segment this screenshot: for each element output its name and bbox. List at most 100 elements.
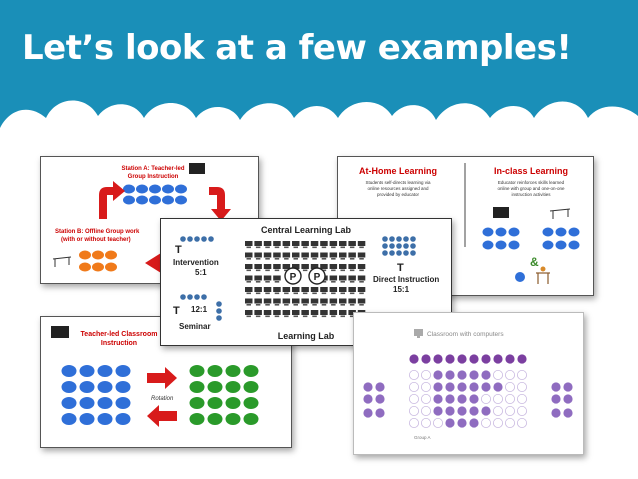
seat (433, 370, 443, 380)
computer-station (320, 298, 328, 304)
computer-station (254, 298, 262, 304)
computer-station (292, 264, 300, 269)
computer-station (329, 310, 338, 315)
computer-station (245, 310, 253, 315)
computer-station (310, 287, 319, 292)
seat (516, 370, 527, 381)
svg-text:online resources assigned and: online resources assigned and (367, 186, 429, 191)
seat (421, 370, 432, 381)
rotation-arrow-down (209, 187, 231, 221)
computer-station (310, 252, 319, 258)
computer-station (292, 252, 300, 258)
chalkboard-icon (51, 326, 69, 338)
seat (492, 370, 503, 381)
seat (445, 370, 455, 380)
seat (433, 418, 444, 429)
seat (551, 408, 561, 418)
computer-station (245, 298, 253, 304)
computer-station (320, 287, 328, 292)
seat (481, 382, 491, 392)
computers-card: Classroom with computers Group A (353, 312, 584, 455)
page-title: Let’s look at a few examples! (22, 28, 572, 68)
computer-station (320, 310, 328, 315)
seat (421, 406, 432, 417)
teacher-desk-icon (549, 208, 571, 219)
computer-station (245, 275, 253, 281)
computer-station (329, 264, 338, 269)
seminar-side-seats (216, 301, 222, 321)
teacher-desk-icon (52, 256, 72, 267)
learning-lab-diagram: Central Learning Lab P P T Intervention … (173, 225, 439, 341)
computer-station (245, 287, 253, 292)
computer-station (273, 275, 281, 281)
intervention-ratio: 5:1 (195, 268, 207, 277)
computer-station (339, 275, 347, 281)
seat (410, 243, 416, 249)
seat (389, 250, 395, 256)
seat (492, 394, 503, 405)
direct-teacher-letter: T (397, 262, 404, 274)
seat (445, 354, 455, 364)
computer-station (254, 264, 262, 269)
teacher-led-title-line1: Teacher-led Classroom (81, 331, 158, 338)
computer-station (339, 264, 347, 269)
computer-station (254, 241, 262, 246)
computer-station (348, 241, 356, 246)
group-label: Group A (414, 435, 431, 440)
seat (433, 394, 443, 404)
lab-footer: Learning Lab (278, 331, 335, 341)
computer-station (282, 310, 291, 315)
seat (481, 354, 491, 364)
seat (516, 406, 527, 417)
seat (363, 408, 373, 418)
computer-station (310, 298, 319, 304)
seat (504, 370, 515, 381)
seat (363, 382, 373, 392)
seat (504, 394, 515, 405)
computer-station (301, 287, 309, 292)
computer-station (329, 298, 338, 304)
computer-station (263, 310, 272, 315)
seat (409, 394, 420, 405)
seat (396, 243, 402, 249)
computer-station (301, 264, 309, 269)
seat (457, 370, 467, 380)
seat (445, 418, 455, 428)
computers-title: Classroom with computers (427, 331, 504, 338)
seat (433, 354, 443, 364)
computer-station (263, 264, 272, 269)
computer-station (273, 264, 281, 269)
station-b-label-line1: Station B: Offline Group work (55, 229, 140, 235)
station-a-seats (123, 184, 187, 205)
seat (516, 394, 527, 405)
seat (421, 354, 431, 364)
seat (403, 236, 409, 242)
computer-station (310, 310, 319, 315)
computer-station (339, 252, 347, 258)
computer-station (329, 252, 338, 258)
seat (469, 354, 479, 364)
seat (410, 236, 416, 242)
seat (481, 394, 492, 405)
computer-station (301, 298, 309, 304)
computer-station (282, 298, 291, 304)
computer-station (254, 252, 262, 258)
computer-station (310, 241, 319, 246)
seat (409, 418, 420, 429)
in-class-seats-right (542, 227, 580, 250)
computer-station (263, 275, 272, 281)
computer-station (245, 241, 253, 246)
computer-station (339, 298, 347, 304)
blue-seat-grid (61, 365, 131, 425)
para-label-1: P (290, 272, 297, 283)
station-rotation-diagram: Station A: Teacher-led Group Instruction… (52, 163, 231, 273)
seat (493, 382, 503, 392)
cloud-border (0, 100, 638, 160)
seat (481, 370, 491, 380)
seat (409, 382, 420, 393)
seat (457, 382, 467, 392)
computer-station (320, 241, 328, 246)
seat (563, 382, 573, 392)
computer-station (292, 241, 300, 246)
computer-station (254, 275, 262, 281)
